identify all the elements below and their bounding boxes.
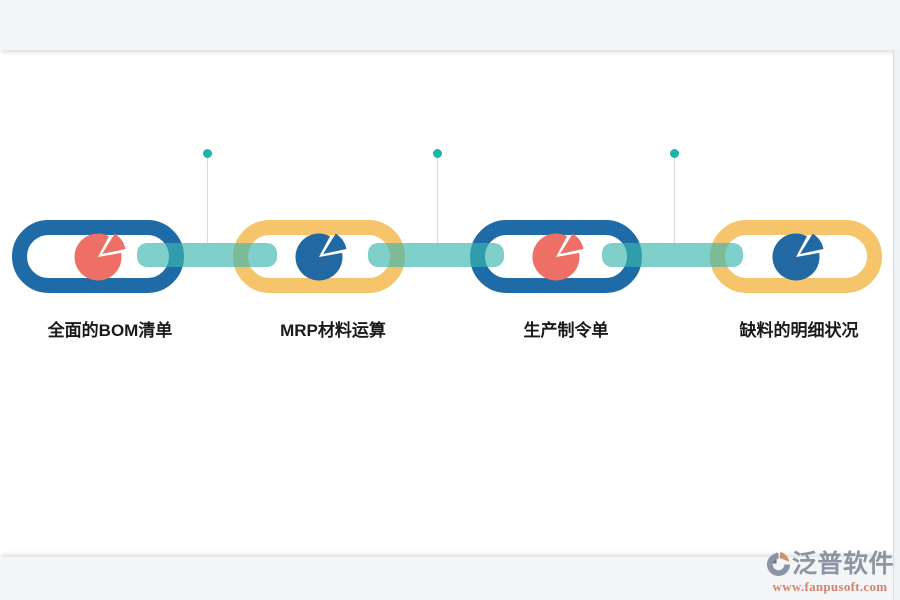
step-capsule-shortage bbox=[710, 220, 882, 293]
top-gray-band bbox=[0, 0, 900, 50]
step-label-mrp: MRP材料运算 bbox=[280, 321, 386, 340]
step-label-order: 生产制令单 bbox=[523, 321, 609, 340]
bottom-gray-band bbox=[0, 557, 900, 600]
fanpu-logo-icon bbox=[766, 552, 791, 577]
marker-dot bbox=[433, 149, 442, 158]
marker-dot bbox=[203, 149, 212, 158]
connector-line bbox=[437, 157, 438, 243]
connector-line bbox=[207, 157, 208, 243]
chain-link bbox=[602, 243, 743, 267]
chain-link bbox=[137, 243, 277, 267]
fanpu-logo-url: www.fanpusoft.com bbox=[772, 579, 888, 594]
fanpu-logo[interactable]: 泛普软件 www.fanpusoft.com bbox=[766, 550, 894, 595]
step-label-bom: 全面的BOM清单 bbox=[47, 321, 173, 340]
pie-chart-icon bbox=[532, 232, 584, 280]
connector-line bbox=[674, 157, 675, 243]
step-label-shortage: 缺料的明细状况 bbox=[739, 321, 859, 340]
fanpu-logo-row: 泛普软件 bbox=[766, 550, 894, 579]
marker-dot bbox=[670, 149, 679, 158]
pie-chart-icon bbox=[772, 232, 824, 280]
fanpu-logo-text: 泛普软件 bbox=[792, 551, 895, 578]
scrollbar-track[interactable] bbox=[893, 50, 900, 600]
pie-chart-icon bbox=[295, 232, 347, 280]
chain-link bbox=[368, 243, 504, 267]
pie-chart-icon bbox=[74, 232, 126, 280]
